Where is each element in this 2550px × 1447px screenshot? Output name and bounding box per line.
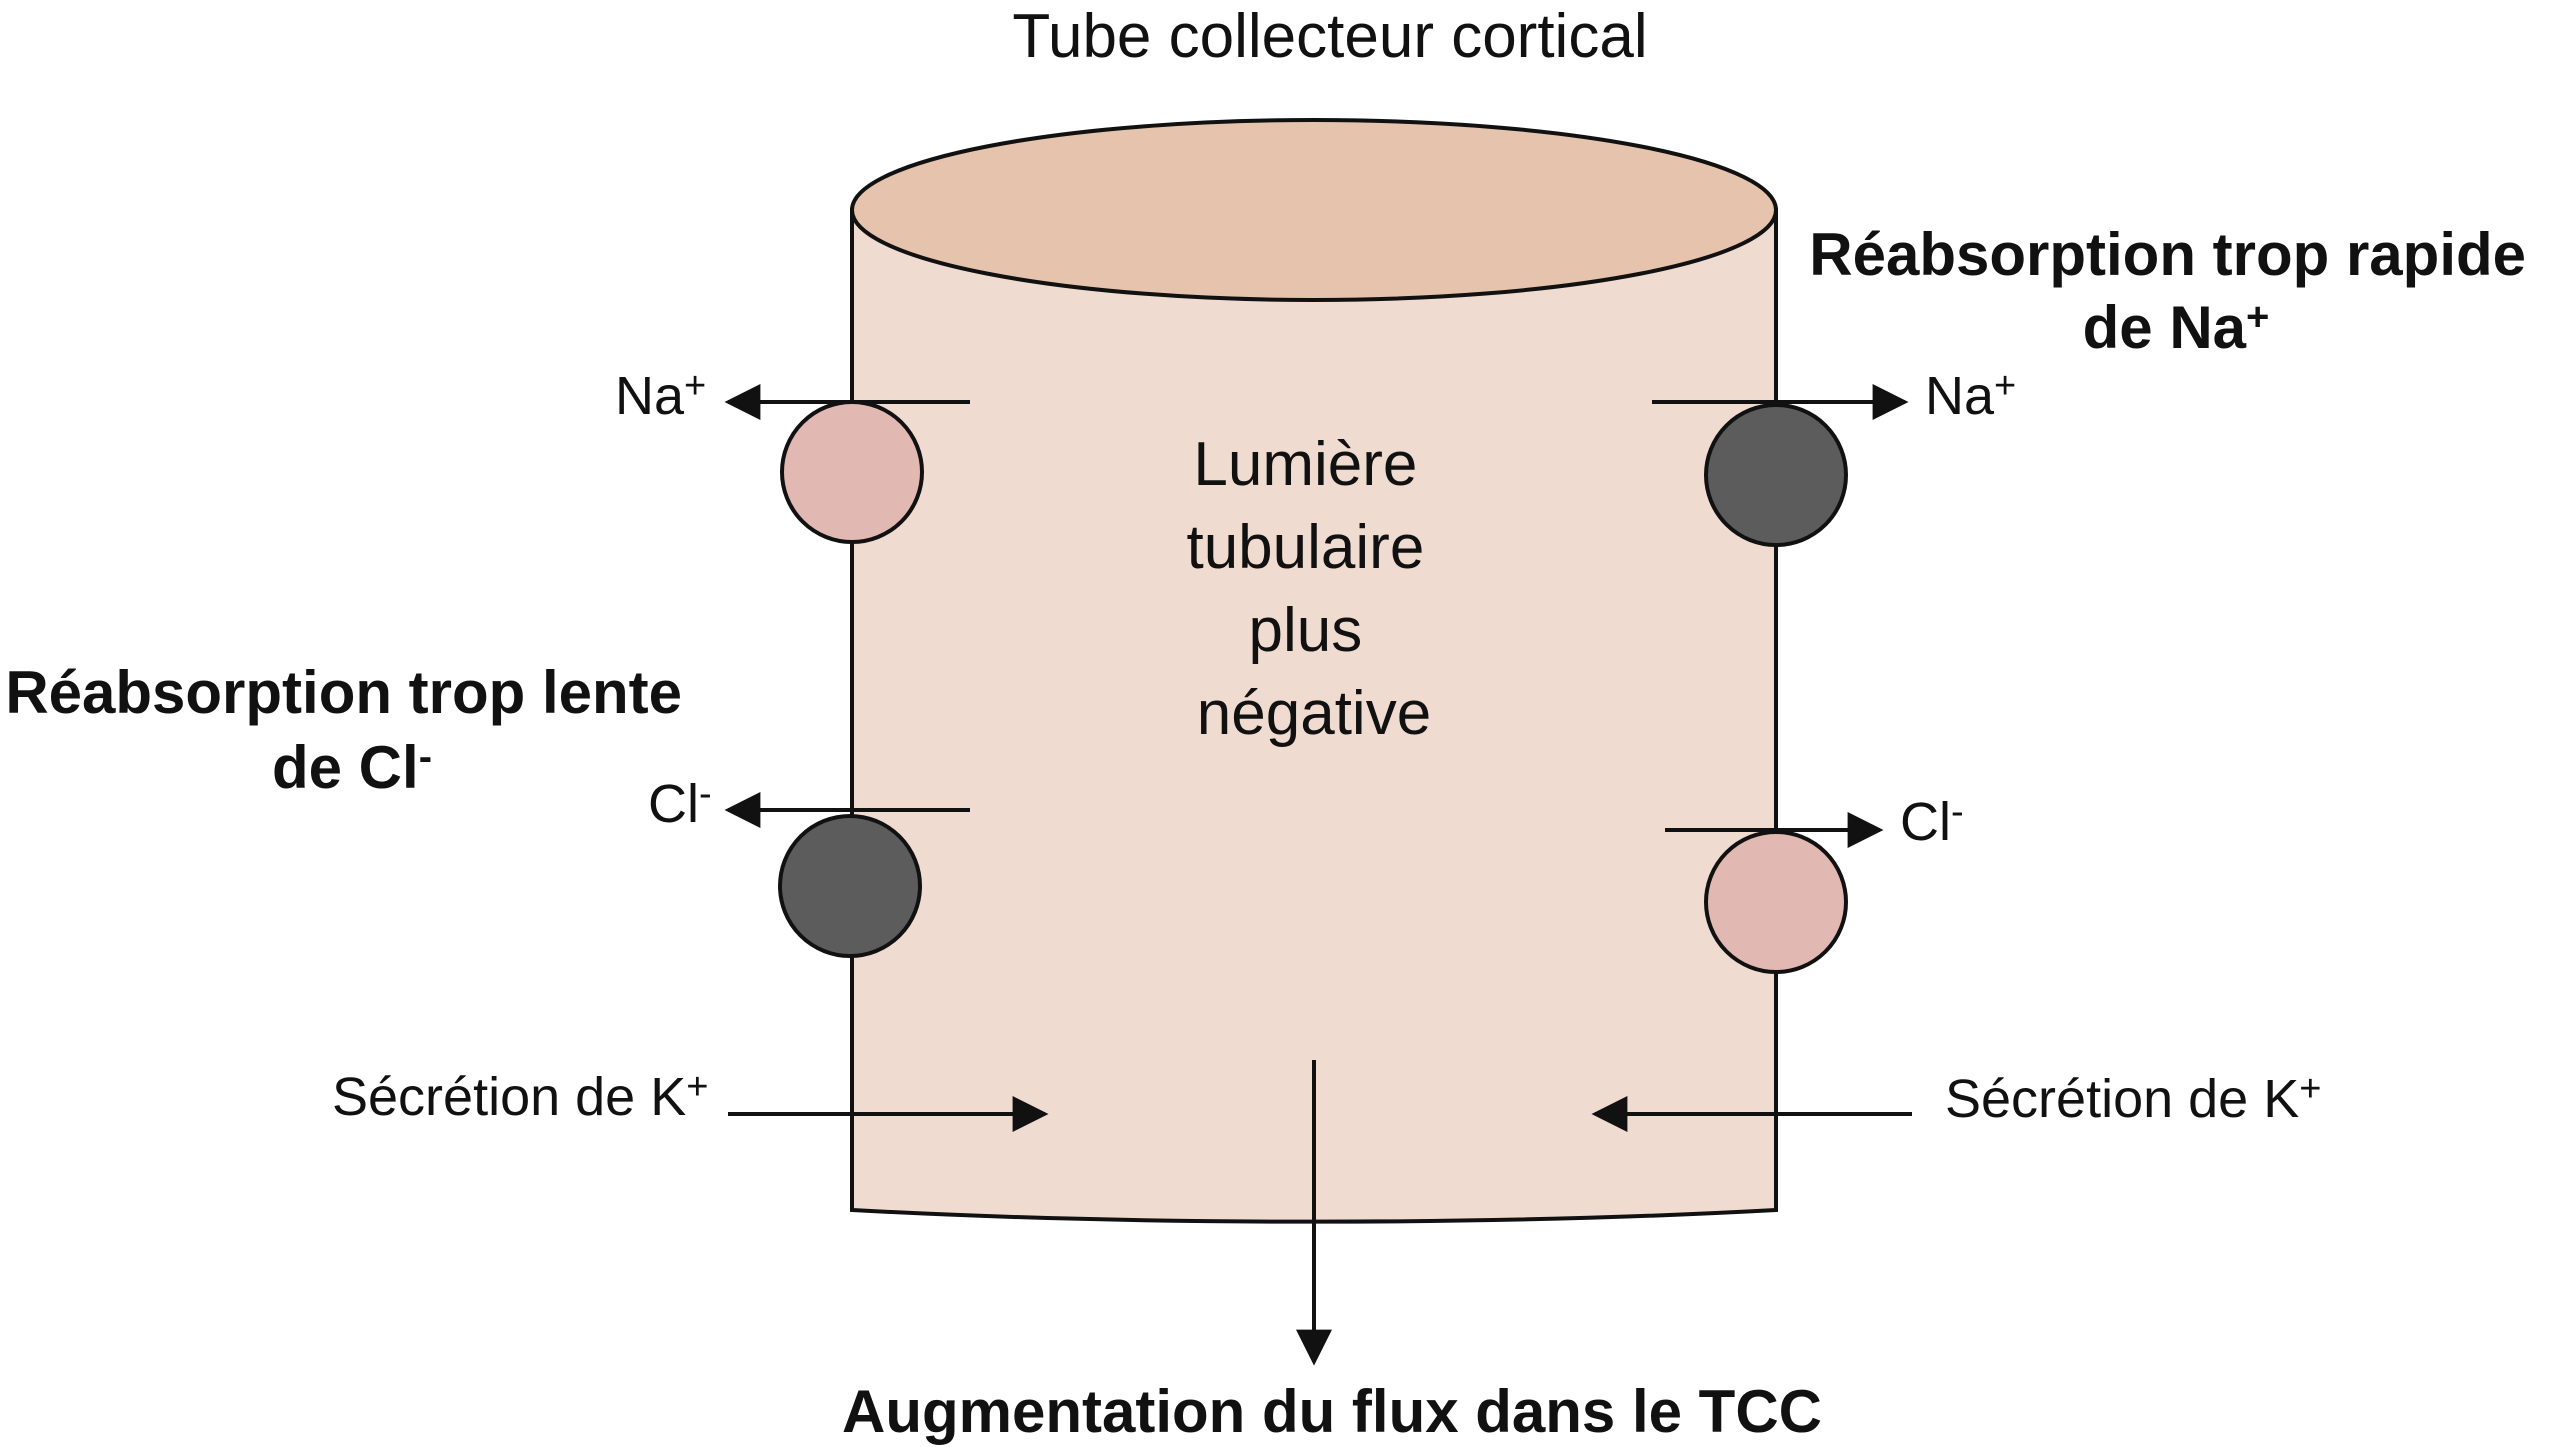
- cl-annotation-line1: Réabsorption trop lente: [5, 659, 682, 726]
- na-annotation-line1: Réabsorption trop rapide: [1809, 221, 2526, 288]
- cl-channel-right: [1704, 830, 1848, 974]
- cl-reabsorption-annotation: Réabsorption trop lente de Cl-: [5, 659, 698, 801]
- lumen-line-2: tubulaire: [1186, 513, 1424, 582]
- lumen-label: Lumière tubulaire plus négative: [1186, 430, 1441, 748]
- cl-ion-label-right: Cl-: [1900, 791, 1964, 852]
- lumen-line-3: plus: [1249, 596, 1363, 665]
- tube-body: [850, 208, 1778, 1224]
- cl-ion-label-left: Cl-: [648, 773, 712, 834]
- na-reabsorption-annotation: Réabsorption trop rapide de Na+: [1809, 221, 2542, 361]
- na-channel-right: [1704, 403, 1848, 547]
- cl-channel-left: [778, 814, 922, 958]
- na-annotation-line2: de Na+: [2083, 294, 2270, 361]
- na-ion-label-right: Na+: [1925, 365, 2016, 426]
- flow-increase-label: Augmentation du flux dans le TCC: [842, 1378, 1822, 1445]
- cl-annotation-line2: de Cl-: [272, 734, 432, 801]
- diagram-title: Tube collecteur cortical: [1012, 2, 1647, 71]
- lumen-line-4: négative: [1197, 679, 1431, 748]
- k-secretion-label-right: Sécrétion de K+: [1945, 1068, 2321, 1129]
- na-channel-left: [780, 400, 924, 544]
- k-secretion-label-left: Sécrétion de K+: [332, 1066, 708, 1127]
- tube-top-ellipse: [850, 118, 1778, 302]
- na-ion-label-left: Na+: [615, 365, 706, 426]
- lumen-line-1: Lumière: [1193, 430, 1417, 499]
